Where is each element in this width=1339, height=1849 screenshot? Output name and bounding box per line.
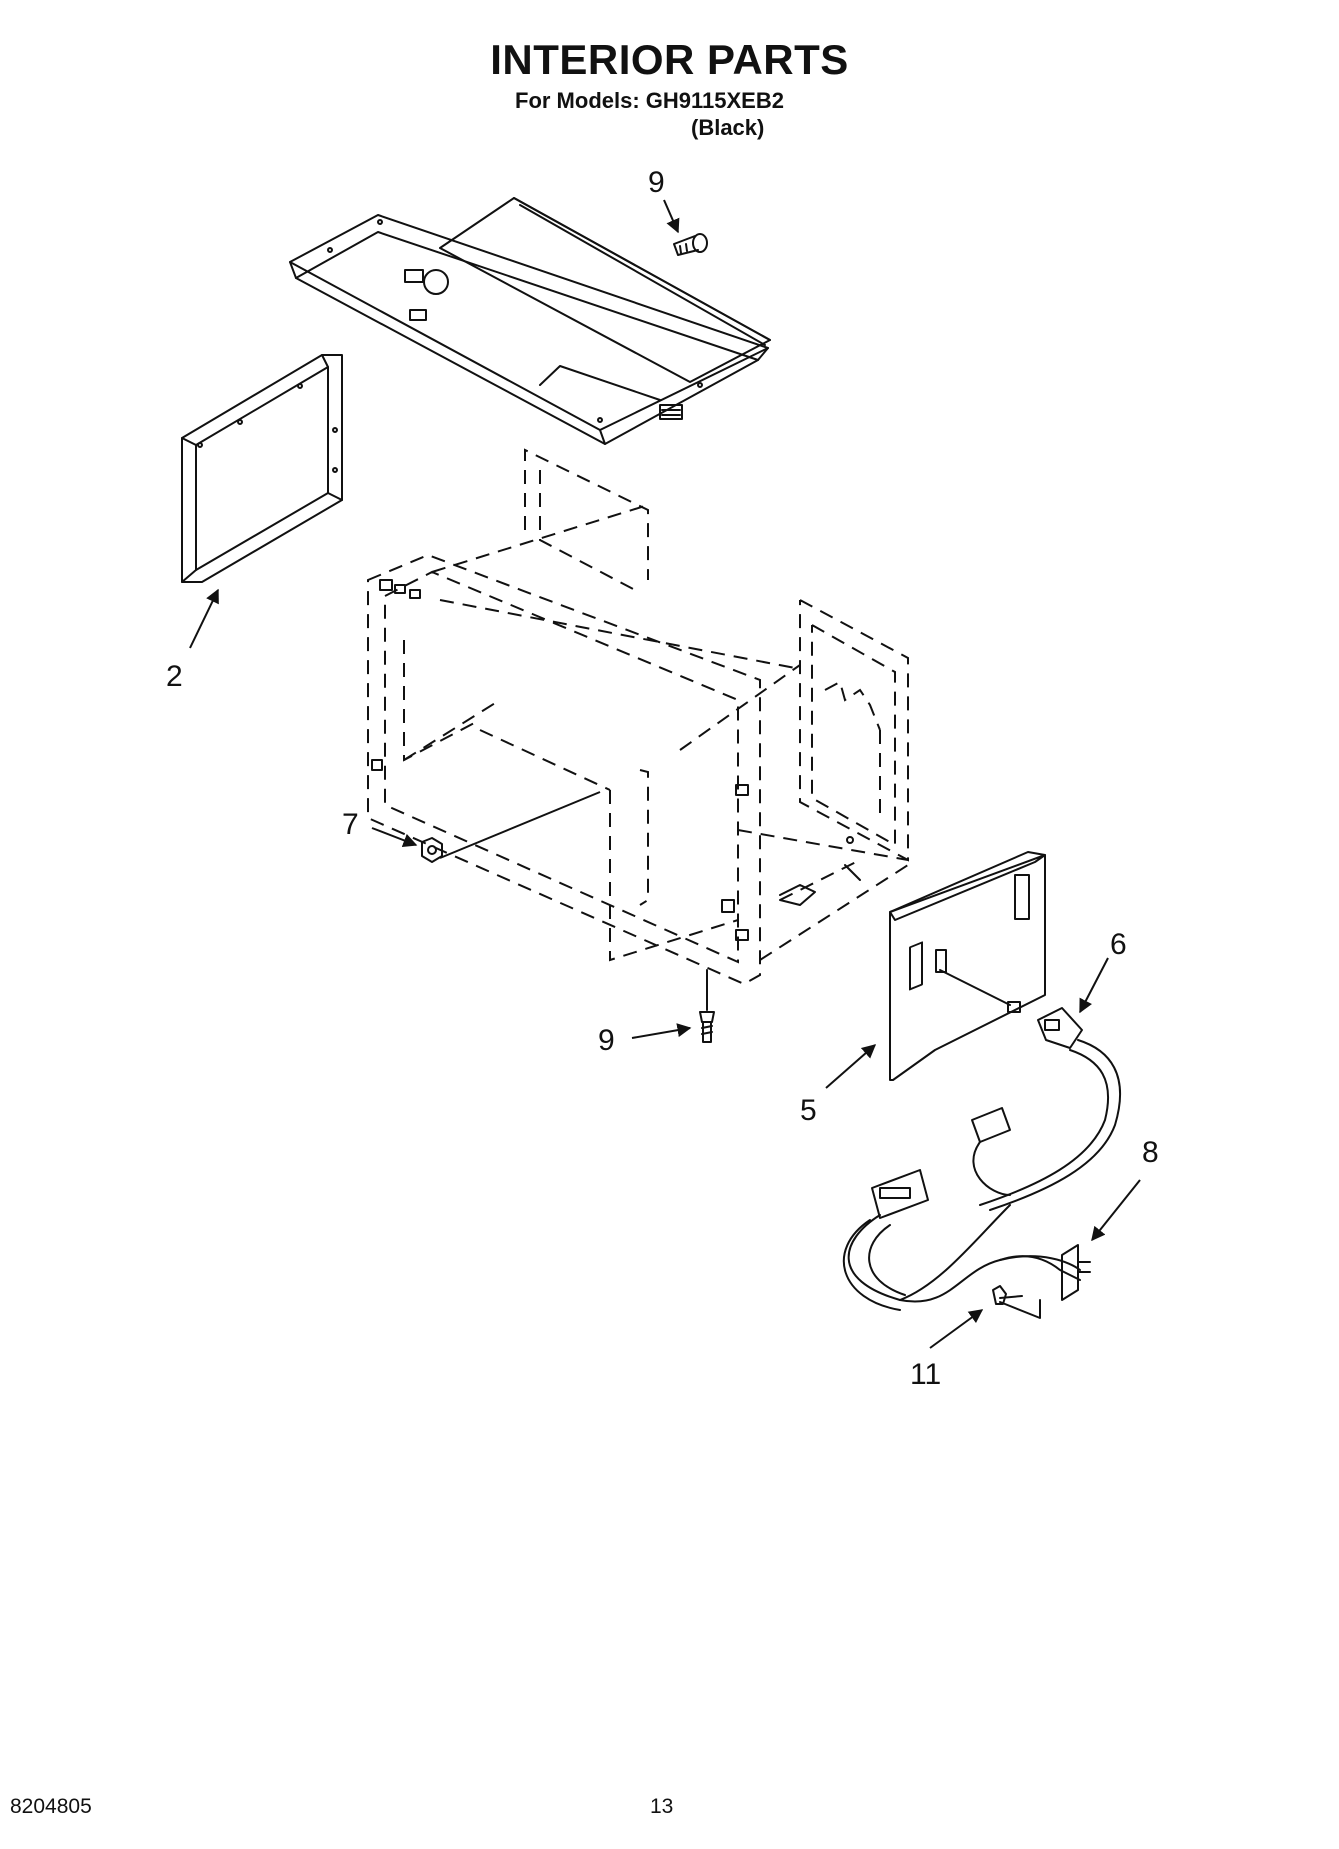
- models-line: For Models: GH9115XEB2: [515, 88, 784, 113]
- callout-2: 2: [166, 660, 183, 693]
- callout-11: 11: [910, 1358, 941, 1391]
- cavity-details: [371, 579, 861, 941]
- callout-5: 5: [800, 1094, 817, 1127]
- wire-harness: [842, 1007, 1121, 1319]
- screw-bottom: [699, 969, 715, 1043]
- callout-7: 7: [342, 808, 359, 841]
- frame-gasket: [181, 354, 343, 583]
- cavity-outline: [367, 448, 909, 986]
- callout-6: 6: [1110, 928, 1127, 961]
- side-panel: [889, 851, 1046, 1081]
- callout-9-bottom: 9: [598, 1024, 615, 1057]
- top-cover-plate: [289, 197, 771, 445]
- page-title: INTERIOR PARTS: [490, 36, 849, 83]
- callout-8: 8: [1142, 1136, 1159, 1169]
- nut: [421, 837, 443, 863]
- document-number: 8204805: [10, 1795, 92, 1818]
- callout-9-top: 9: [648, 166, 665, 199]
- page-number: 13: [650, 1795, 674, 1818]
- color-line: (Black): [691, 115, 765, 140]
- screw-top: [673, 233, 708, 256]
